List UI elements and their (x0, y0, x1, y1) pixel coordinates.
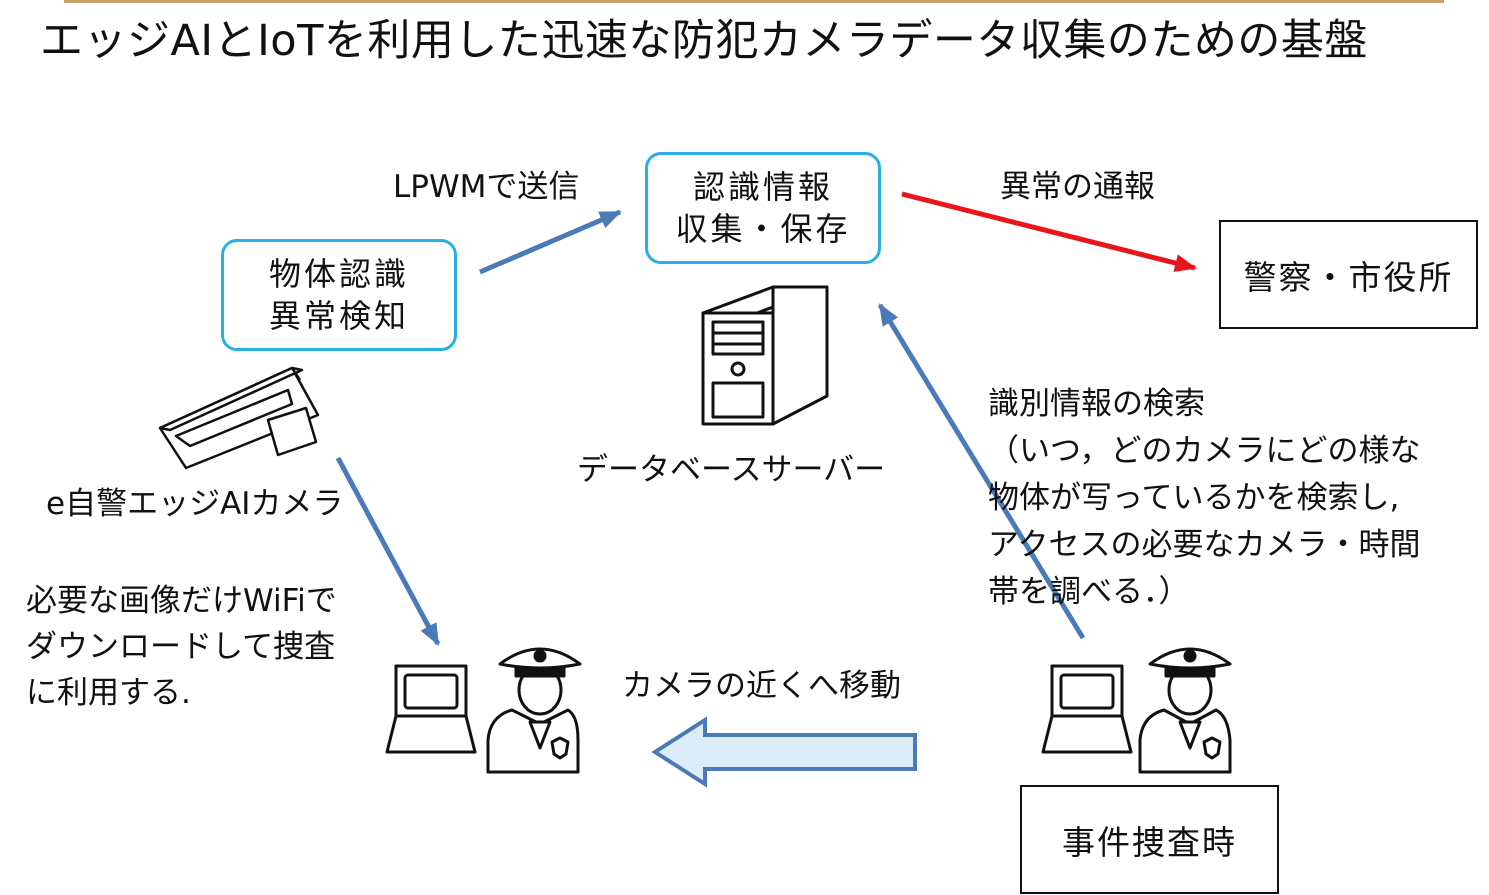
download-line: 必要な画像だけWiFiで (26, 583, 337, 619)
server-box-line1: 認識情報 (692, 168, 833, 206)
download-line: に利用する. (26, 675, 191, 711)
security-camera-icon (158, 366, 320, 470)
police-city-office-box: 警察・市役所 (1219, 220, 1478, 329)
download-line: ダウンロードして捜査 (26, 629, 336, 665)
police-officer-icon (486, 647, 582, 774)
search-line: アクセスの必要なカメラ・時間 (988, 527, 1421, 563)
server-box-line2: 収集・保存 (675, 210, 851, 248)
report-arrow (901, 191, 1197, 272)
camera-label: e自警エッジAIカメラ (46, 486, 344, 522)
police-officer-icon (1138, 647, 1232, 774)
send-arrow (479, 209, 622, 275)
search-label: 識別情報の検索 （いつ，どのカメラにどの様な 物体が写っているかを検索し, アク… (988, 381, 1420, 616)
server-label: データベースサーバー (577, 452, 886, 488)
police-box-label: 警察・市役所 (1243, 257, 1454, 297)
laptop-icon (1041, 664, 1133, 754)
incident-box-label: 事件捜査時 (1062, 822, 1237, 862)
download-label: 必要な画像だけWiFiで ダウンロードして捜査 に利用する. (26, 578, 337, 716)
download-arrow (335, 456, 441, 646)
edge-box-line2: 異常検知 (268, 297, 409, 335)
search-line: 物体が写っているかを検索し, (988, 480, 1400, 516)
edge-box-line1: 物体認識 (268, 255, 409, 293)
edge-recognition-box: 物体認識 異常検知 (221, 239, 457, 351)
page-title: エッジAIとIoTを利用した迅速な防犯カメラデータ収集のための基盤 (40, 16, 1368, 66)
search-arrow (877, 303, 1086, 640)
incident-investigation-box: 事件捜査時 (1020, 785, 1279, 894)
server-storage-box: 認識情報 収集・保存 (645, 152, 881, 264)
laptop-icon (385, 664, 477, 754)
search-line: 帯を調べる．） (988, 574, 1190, 610)
search-line: 識別情報の検索 (988, 386, 1205, 422)
move-label: カメラの近くへ移動 (622, 668, 901, 704)
report-label: 異常の通報 (1000, 169, 1155, 205)
move-arrow (651, 716, 917, 788)
server-tower-icon (701, 285, 829, 426)
search-line: （いつ，どのカメラにどの様な (988, 433, 1421, 469)
send-label: LPWMで送信 (393, 169, 580, 205)
top-rule (64, 0, 1444, 3)
